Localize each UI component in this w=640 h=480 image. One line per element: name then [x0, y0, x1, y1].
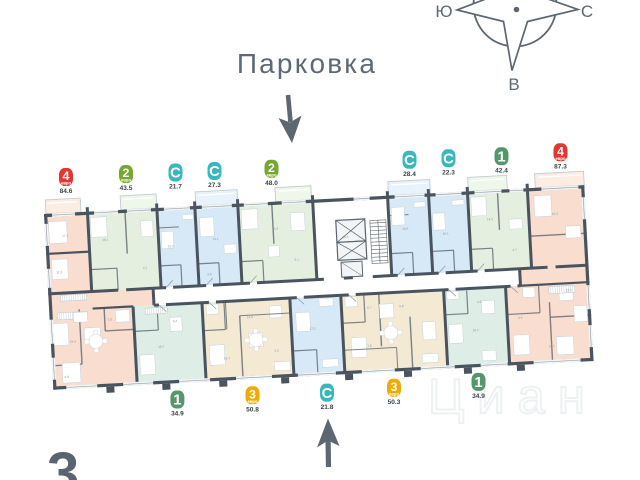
- svg-text:14.3: 14.3: [272, 227, 279, 231]
- svg-text:С: С: [581, 2, 593, 21]
- svg-text:18.1: 18.1: [212, 237, 219, 241]
- svg-text:21.7: 21.7: [169, 184, 182, 191]
- svg-text:3.8: 3.8: [207, 272, 212, 276]
- svg-text:16.7: 16.7: [224, 356, 231, 360]
- svg-text:14.2: 14.2: [487, 217, 494, 221]
- svg-text:27.3: 27.3: [208, 182, 221, 189]
- svg-text:евро: евро: [121, 178, 131, 183]
- svg-text:евро: евро: [389, 391, 399, 396]
- svg-text:1: 1: [173, 393, 181, 409]
- svg-text:Парковка: Парковка: [237, 48, 377, 79]
- svg-text:Ю: Ю: [435, 2, 452, 21]
- svg-text:5.8: 5.8: [399, 304, 404, 308]
- svg-text:4.1: 4.1: [143, 266, 148, 270]
- svg-text:5.4: 5.4: [173, 319, 178, 323]
- svg-text:С: С: [322, 386, 333, 402]
- svg-text:34.9: 34.9: [171, 411, 184, 418]
- svg-text:С: С: [443, 152, 454, 168]
- svg-text:16.1: 16.1: [102, 238, 109, 242]
- svg-text:В: В: [508, 75, 519, 94]
- svg-text:евро: евро: [555, 156, 565, 161]
- svg-text:6.7: 6.7: [367, 306, 372, 310]
- svg-text:3: 3: [249, 388, 256, 402]
- svg-text:16.6: 16.6: [402, 227, 409, 231]
- svg-text:87.3: 87.3: [554, 164, 567, 171]
- svg-text:Циан: Циан: [428, 370, 598, 424]
- svg-text:48.0: 48.0: [265, 180, 278, 187]
- svg-text:1: 1: [497, 150, 505, 166]
- svg-text:11.3: 11.3: [56, 270, 62, 274]
- svg-text:евро: евро: [266, 172, 276, 177]
- svg-text:2.0: 2.0: [274, 349, 279, 353]
- svg-text:20.1: 20.1: [342, 235, 349, 239]
- svg-text:2: 2: [123, 166, 130, 180]
- svg-text:15.7: 15.7: [158, 345, 165, 349]
- svg-text:4.8: 4.8: [477, 300, 482, 304]
- svg-text:43.5: 43.5: [120, 185, 133, 192]
- svg-text:19.4: 19.4: [70, 339, 77, 343]
- svg-text:14.8: 14.8: [247, 315, 254, 319]
- svg-text:34.9: 34.9: [472, 393, 485, 400]
- svg-text:50.8: 50.8: [246, 407, 259, 414]
- svg-text:16.4: 16.4: [552, 212, 559, 216]
- svg-text:3: 3: [47, 441, 79, 480]
- svg-text:С: С: [170, 166, 181, 182]
- svg-text:15.2: 15.2: [168, 244, 175, 248]
- svg-text:1: 1: [474, 375, 482, 391]
- svg-text:12.1: 12.1: [566, 288, 573, 292]
- svg-text:С: С: [404, 153, 415, 169]
- svg-text:15.1: 15.1: [442, 231, 449, 235]
- svg-text:50.3: 50.3: [388, 399, 401, 406]
- svg-text:28.4: 28.4: [403, 171, 416, 178]
- svg-text:евро: евро: [247, 399, 257, 404]
- svg-text:4: 4: [557, 145, 564, 159]
- svg-text:18.1: 18.1: [473, 328, 480, 332]
- svg-text:2: 2: [268, 161, 275, 175]
- svg-text:3.6: 3.6: [64, 375, 69, 379]
- svg-text:7.0: 7.0: [107, 318, 112, 322]
- svg-text:4.6: 4.6: [518, 316, 523, 320]
- svg-text:евро: евро: [61, 181, 71, 186]
- svg-text:С: С: [209, 164, 220, 180]
- svg-text:4: 4: [63, 169, 70, 183]
- svg-text:8.1: 8.1: [294, 257, 299, 261]
- svg-text:42.4: 42.4: [495, 168, 508, 175]
- svg-text:4.7: 4.7: [512, 248, 517, 252]
- svg-text:16.7: 16.7: [549, 344, 556, 348]
- svg-text:3: 3: [391, 380, 398, 394]
- svg-text:22.3: 22.3: [442, 170, 455, 177]
- svg-text:17.2: 17.2: [309, 327, 316, 331]
- svg-text:84.6: 84.6: [60, 188, 73, 195]
- svg-text:17.2: 17.2: [62, 234, 69, 238]
- svg-text:21.8: 21.8: [321, 404, 334, 411]
- svg-text:7.6: 7.6: [367, 344, 372, 348]
